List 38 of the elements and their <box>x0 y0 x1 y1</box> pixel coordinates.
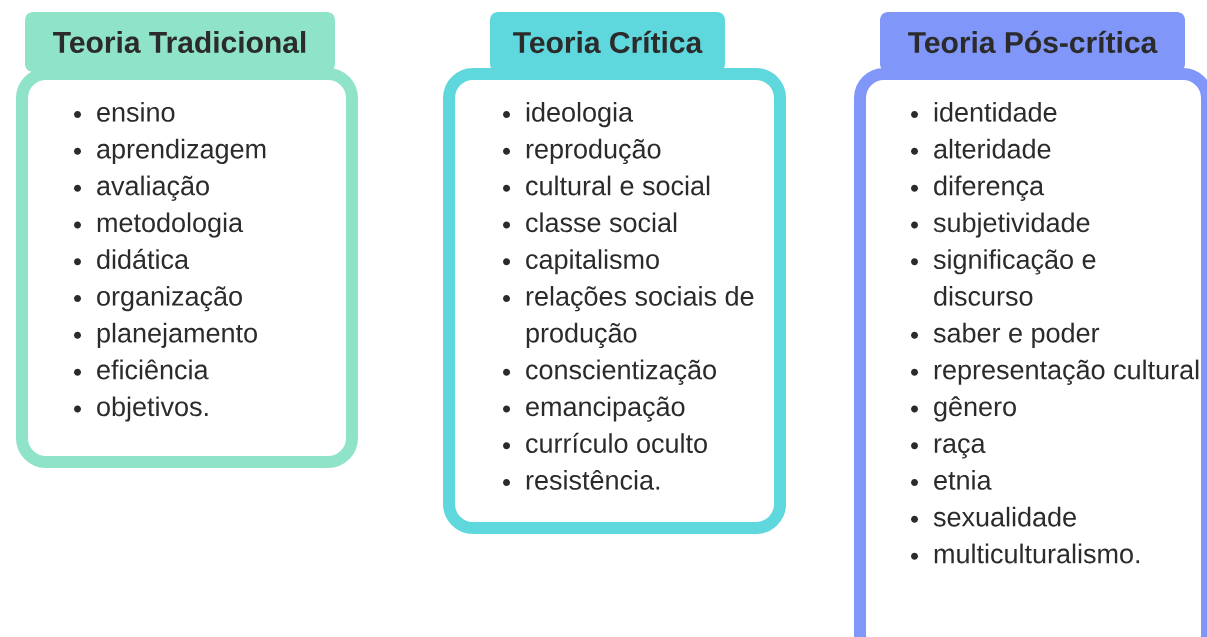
list-item: diferença <box>911 175 1045 201</box>
list-item: raça <box>911 438 986 459</box>
list-item: sexualidade <box>911 506 1076 527</box>
list-item: emancipação <box>503 396 685 422</box>
list-item: eficiência <box>74 359 209 380</box>
list-item: organização <box>74 286 242 312</box>
list-item: didática <box>74 248 190 270</box>
list-item: saber e poder <box>911 322 1100 348</box>
list-item: etnia <box>911 470 992 490</box>
list-item: aprendizagem <box>74 138 266 164</box>
list-item: classe social <box>503 212 677 233</box>
list-item: reprodução <box>503 138 661 165</box>
list-item: representação cultural <box>911 359 1199 385</box>
list-item: resistência. <box>503 469 660 490</box>
list-item: currículo oculto <box>503 432 707 454</box>
list-item: ensino <box>74 102 175 122</box>
list-item: subjetividade <box>911 212 1090 238</box>
list-item: objetivos. <box>74 396 208 422</box>
list-item: ideologia <box>503 102 634 128</box>
list-item: avaliação <box>74 175 209 201</box>
list-item: planejamento <box>74 322 257 348</box>
list-box <box>16 68 358 468</box>
list-item: gênero <box>911 396 1016 422</box>
list-item: conscientização <box>503 359 716 385</box>
list-box <box>854 68 1207 637</box>
list-item: capitalismo <box>503 249 659 275</box>
list-item: metodologia <box>74 212 244 238</box>
list-item: identidade <box>911 102 1057 122</box>
heading-tab: Teoria Tradicional <box>25 12 335 72</box>
list-item: cultural e social <box>503 175 710 196</box>
list-item: multiculturalismo. <box>911 543 1140 564</box>
heading-tab: Teoria Pós-crítica <box>880 12 1185 72</box>
list-box <box>443 68 786 534</box>
node-label: Teoria Pós-crítica <box>908 30 1158 54</box>
node-label: Teoria Crítica <box>513 30 703 54</box>
list-item: alteridade <box>911 138 1051 159</box>
heading-tab: Teoria Crítica <box>490 12 725 72</box>
node-label: Teoria Tradicional <box>53 30 306 54</box>
